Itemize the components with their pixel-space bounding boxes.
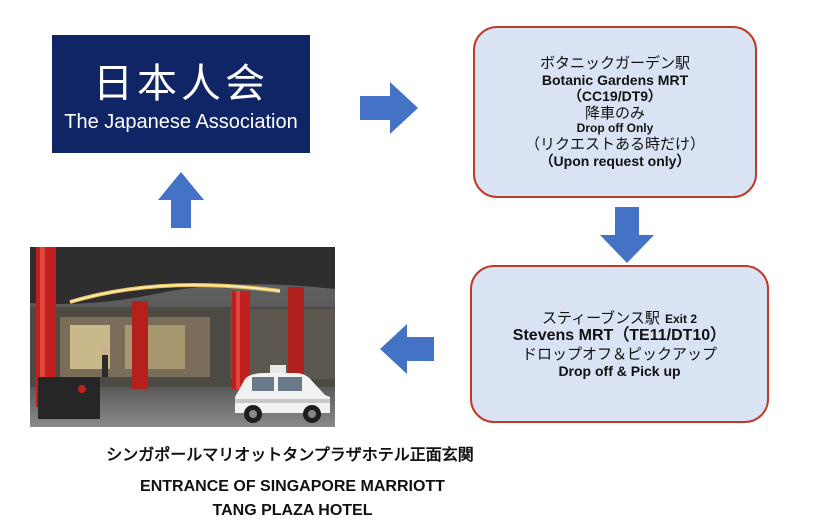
stevens-service-en: Drop off & Pick up	[558, 362, 681, 379]
botanic-note-jp: （リクエストある時だけ）	[524, 134, 705, 153]
hotel-entrance-photo	[30, 247, 335, 427]
botanic-service-en: Drop off Only	[576, 120, 654, 135]
stevens-station-en: Stevens MRT（TE11/DT10）	[512, 327, 727, 345]
association-name-jp: 日本人会	[93, 61, 269, 107]
botanic-station-en: Botanic Gardens MRT	[541, 72, 689, 89]
hotel-caption-en-line1: ENTRANCE OF SINGAPORE MARRIOTT	[140, 478, 445, 495]
botanic-note-en: （Upon request only）	[539, 152, 691, 169]
hotel-caption-jp: シンガポールマリオットタンプラザホテル正面玄関	[106, 445, 474, 464]
stevens-station-jp: スティーブンス駅	[541, 308, 660, 327]
japanese-association-box: 日本人会 The Japanese Association	[52, 35, 310, 153]
hotel-caption-en-line2: TANG PLAZA HOTEL	[212, 502, 373, 519]
botanic-service-jp: 降車のみ	[584, 103, 645, 122]
arrow-left-icon	[380, 324, 434, 374]
association-name-en: The Japanese Association	[64, 111, 298, 133]
stevens-station-box: スティーブンス駅 Exit 2 Stevens MRT（TE11/DT10） ド…	[470, 265, 769, 423]
arrow-down-icon	[600, 207, 654, 263]
botanic-station-jp: ボタニックガーデン駅	[539, 54, 690, 73]
arrow-up-icon	[158, 172, 204, 228]
stevens-exit: Exit 2	[664, 311, 697, 326]
botanic-station-code: （CC19/DT9）	[567, 88, 663, 105]
botanic-gardens-station-box: ボタニックガーデン駅 Botanic Gardens MRT （CC19/DT9…	[473, 26, 757, 198]
arrow-right-icon	[360, 82, 418, 134]
stevens-service-jp: ドロップオフ＆ピックアップ	[521, 344, 717, 363]
